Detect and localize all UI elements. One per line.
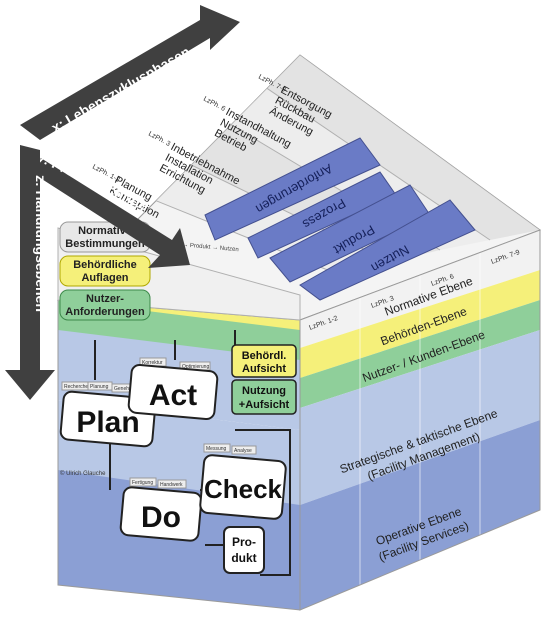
tag: Handwerk <box>160 482 183 488</box>
axis-x-label: x: Lebenszyklusphasen <box>49 43 193 135</box>
tag: Recherche <box>64 384 88 390</box>
phase-tag-3: LzPh. 3 <box>147 131 171 148</box>
plan-label: Plan <box>76 406 139 439</box>
svg-text:Behördliche: Behördliche <box>73 259 137 271</box>
level-label-nutzer: Nutzer- Anforderungen <box>59 289 151 321</box>
copyright: © Ulrich Glauche <box>60 470 106 477</box>
level-label-behoerdliche: Behördliche Auflagen <box>59 255 151 287</box>
svg-text:Auflagen: Auflagen <box>81 272 128 284</box>
svg-text:Anforderungen: Anforderungen <box>65 306 145 318</box>
tag: Optimierung <box>182 364 209 370</box>
pdca-check-box: Check <box>199 454 287 520</box>
svg-text:Aufsicht: Aufsicht <box>242 363 286 375</box>
tag: Planung <box>90 384 109 390</box>
phase-tag-6: LzPh. 6 <box>202 96 226 113</box>
pdca-tags: Recherche Planung Genehmigung Korrektur … <box>61 357 257 489</box>
check-label: Check <box>204 474 283 504</box>
pdca-act-box: Act <box>127 364 219 420</box>
svg-text:Pro-: Pro- <box>232 535 256 549</box>
svg-text:Behördl.: Behördl. <box>242 350 287 362</box>
right-face <box>300 230 540 610</box>
svg-text:dukt: dukt <box>231 551 256 565</box>
pdca-do-box: Do <box>119 486 203 542</box>
pdca-produkt-box: Pro- dukt <box>223 526 265 574</box>
act-label: Act <box>149 379 197 412</box>
tag: Messung <box>206 446 227 452</box>
pdca-cycle <box>94 330 291 576</box>
svg-text:Nutzer-: Nutzer- <box>86 293 124 305</box>
axis-z-label: z: Handlungsebenen <box>33 175 49 312</box>
axis-x: x: Lebenszyklusphasen <box>20 5 240 140</box>
tag: Korrektur <box>142 360 163 366</box>
axis-z: z: Handlungsebenen <box>5 145 55 400</box>
tag: Fertigung <box>132 480 153 486</box>
pdca-behoerdl-box: Behördl. Aufsicht <box>231 344 297 378</box>
tag: Analyse <box>234 448 252 454</box>
svg-text:+Aufsicht: +Aufsicht <box>239 399 290 411</box>
svg-text:Bestimmungen: Bestimmungen <box>65 238 145 250</box>
svg-text:Nutzung: Nutzung <box>242 385 286 397</box>
do-label: Do <box>141 501 181 534</box>
pdca-nutzung-box: Nutzung +Aufsicht <box>231 379 297 415</box>
